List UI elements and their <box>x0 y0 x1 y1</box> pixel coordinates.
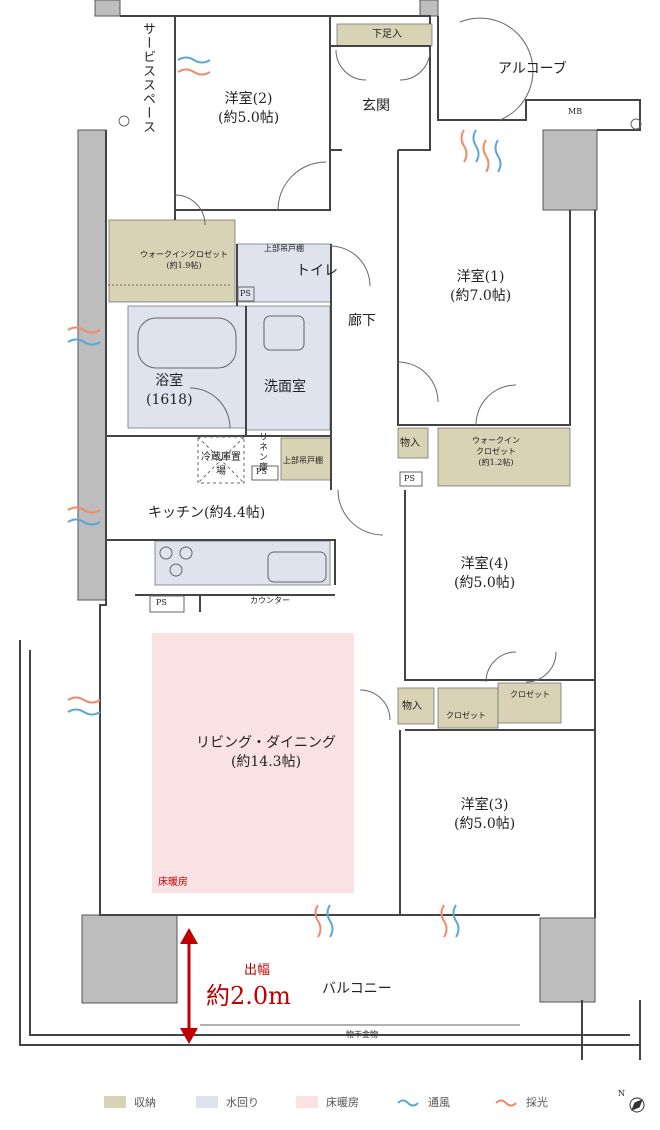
toilet-upper-cabinet-label: 上部吊戸棚 <box>264 244 304 253</box>
hallway-label: 廊下 <box>348 313 376 329</box>
depth-label: 出幅 <box>244 963 271 978</box>
depth-value: 約2.0m <box>206 982 291 1010</box>
legend-water: 水回り <box>196 1094 259 1110</box>
floor-heating-label: 床暖房 <box>158 877 188 888</box>
linen-label: リネン庫 <box>257 432 267 472</box>
living-dining: リビング・ダイニング (約14.3帖) <box>196 734 336 772</box>
ventilation-legend-icon <box>397 1099 419 1107</box>
ps-wash-label: PS <box>256 467 267 476</box>
legend-floor-heating-swatch <box>296 1096 318 1108</box>
entrance-label: 玄関 <box>362 98 390 114</box>
balcony-label: バルコニー <box>322 981 392 997</box>
legend-ventilation: 通風 <box>396 1094 450 1110</box>
western-room-2: 洋室(2) (約5.0帖) <box>218 90 279 128</box>
ventilation-arrows <box>67 56 502 938</box>
counter-label: カウンター <box>250 596 290 605</box>
western-room-1-size: (約7.0帖) <box>450 287 512 304</box>
bath: 浴室 (1618) <box>146 372 193 410</box>
shoe-cabinet-label: 下足入 <box>372 29 402 40</box>
legend-floor-heating: 床暖房 <box>296 1094 359 1110</box>
compass-label: N <box>618 1089 625 1098</box>
legend-storage: 収納 <box>104 1094 156 1110</box>
western-room-4-name: 洋室(4) <box>460 556 509 572</box>
ps-toilet-label: PS <box>240 289 251 298</box>
western-room-3-size: (約5.0帖) <box>454 815 516 832</box>
water-areas <box>127 243 332 586</box>
legend-ventilation-label: 通風 <box>428 1096 450 1109</box>
living-dining-name: リビング・ダイニング <box>196 735 336 751</box>
clothes-hanger-label: 物干金物 <box>346 1030 378 1039</box>
wic1: ウォークインクロゼット (約1.9帖) <box>140 250 228 272</box>
western-room-1-name: 洋室(1) <box>456 269 505 285</box>
legend-water-label: 水回り <box>226 1096 259 1109</box>
legend-daylight-label: 採光 <box>526 1096 548 1109</box>
legend-daylight: 採光 <box>494 1094 548 1110</box>
legend-water-swatch <box>196 1096 218 1108</box>
daylight-legend-icon <box>495 1099 517 1107</box>
balcony-depth-arrow <box>180 928 198 1044</box>
floor-heating-area <box>152 633 354 893</box>
kitchen-label: キッチン(約4.4帖) <box>148 505 266 521</box>
compass-icon <box>629 1097 645 1113</box>
closet-1-label: クロゼット <box>446 711 486 720</box>
wic2-size: (約1.2帖) <box>478 457 514 467</box>
legend-storage-swatch <box>104 1096 126 1108</box>
wash-upper-cabinet-label: 上部吊戸棚 <box>283 456 323 465</box>
structural-walls <box>77 0 598 1004</box>
bath-size: (1618) <box>146 391 193 408</box>
legend-floor-heating-label: 床暖房 <box>326 1096 359 1109</box>
wic2: ウォークイン クロゼット (約1.2帖) <box>472 436 520 468</box>
service-space-label: サービススペース <box>140 22 155 134</box>
wic1-size: (約1.9帖) <box>166 260 202 270</box>
detail-lines <box>108 17 642 1026</box>
wic2-name: ウォークイン <box>472 436 520 445</box>
living-dining-size: (約14.3帖) <box>230 753 302 770</box>
western-room-3-name: 洋室(3) <box>460 797 509 813</box>
fridge-label: 冷蔵庫置場 <box>201 452 241 477</box>
legend-storage-label: 収納 <box>134 1096 156 1109</box>
western-room-2-size: (約5.0帖) <box>218 109 280 126</box>
bath-name: 浴室 <box>155 373 184 389</box>
western-room-2-name: 洋室(2) <box>224 91 273 107</box>
storage-areas <box>108 23 571 729</box>
ps-kitchen-label: PS <box>156 598 167 607</box>
western-room-1: 洋室(1) (約7.0帖) <box>450 268 511 306</box>
western-room-4: 洋室(4) (約5.0帖) <box>454 555 515 593</box>
room-lines <box>19 15 641 1060</box>
ps-hall-label: PS <box>404 474 415 483</box>
mb-label: MB <box>568 107 583 116</box>
western-room-4-size: (約5.0帖) <box>454 574 516 591</box>
storage-1-label: 物入 <box>400 438 420 449</box>
wic2-name2: クロゼット <box>476 446 516 456</box>
washroom-label: 洗面室 <box>264 379 306 395</box>
closet-2-label: クロゼット <box>510 690 550 699</box>
storage-2-label: 物入 <box>402 701 422 712</box>
western-room-3: 洋室(3) (約5.0帖) <box>454 796 515 834</box>
toilet-label: トイレ <box>296 263 338 279</box>
alcove-label: アルコーブ <box>498 61 567 77</box>
wic1-name: ウォークインクロゼット <box>140 250 228 259</box>
